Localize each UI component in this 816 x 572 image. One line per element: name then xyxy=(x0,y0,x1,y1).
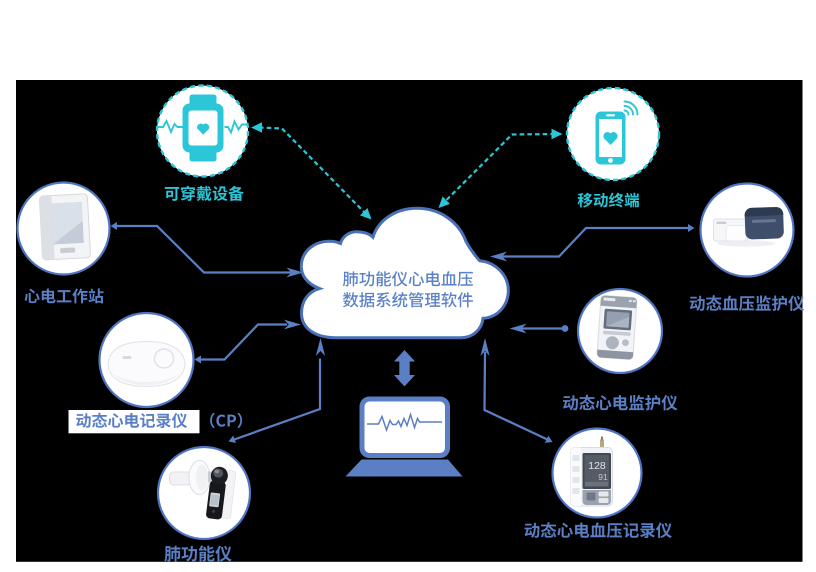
svg-text:128: 128 xyxy=(588,460,606,472)
svg-text:91: 91 xyxy=(598,472,608,482)
